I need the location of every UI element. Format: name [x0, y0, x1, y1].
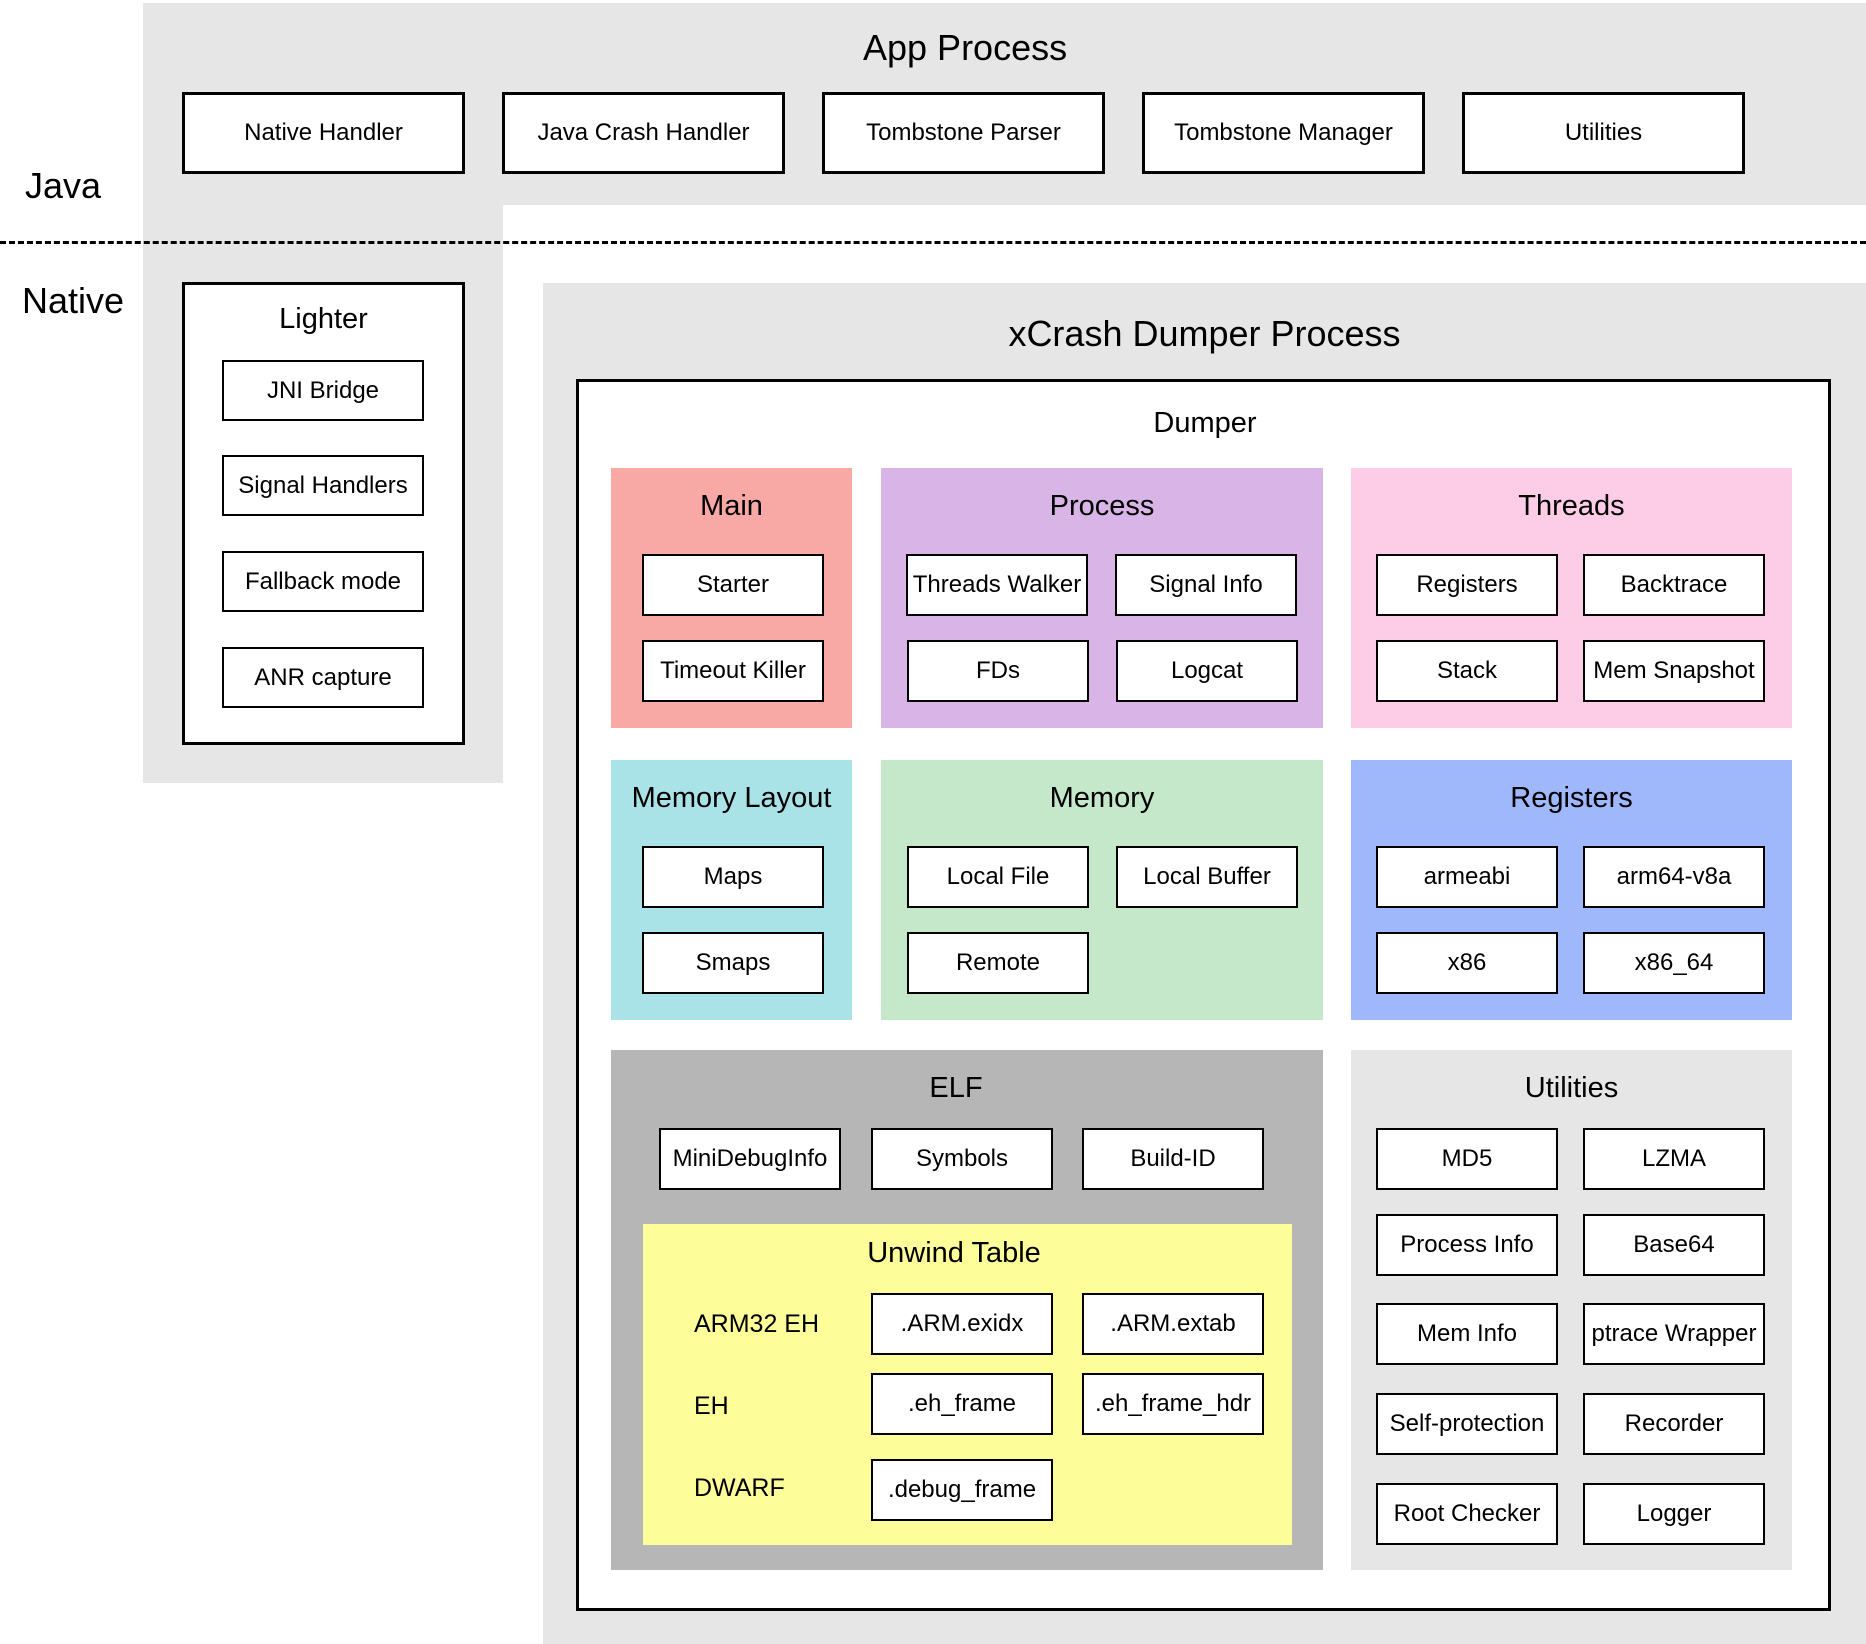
- java-crash-handler-box: Java Crash Handler: [502, 92, 785, 174]
- elf-title: ELF: [929, 1072, 983, 1104]
- process-title: Process: [1049, 490, 1155, 522]
- smaps-box: Smaps: [642, 932, 824, 994]
- lighter-title: Lighter: [279, 303, 368, 335]
- java-native-divider: [0, 241, 1866, 244]
- anr-capture-box: ANR capture: [222, 647, 424, 708]
- maps-box: Maps: [642, 846, 824, 908]
- java-layer-label: Java: [25, 165, 102, 206]
- threads-title: Threads: [1518, 490, 1625, 522]
- armeabi-box: armeabi: [1376, 846, 1558, 908]
- arm64-v8a-box: arm64-v8a: [1583, 846, 1765, 908]
- mem-info-box: Mem Info: [1376, 1303, 1558, 1365]
- logcat-box: Logcat: [1116, 640, 1298, 702]
- signal-info-box: Signal Info: [1115, 554, 1297, 616]
- local-file-box: Local File: [907, 846, 1089, 908]
- ptrace-wrapper-box: ptrace Wrapper: [1583, 1303, 1765, 1365]
- memory-title: Memory: [1049, 782, 1155, 814]
- local-buffer-box: Local Buffer: [1116, 846, 1298, 908]
- root-checker-box: Root Checker: [1376, 1483, 1558, 1545]
- threads-registers-box: Registers: [1376, 554, 1558, 616]
- memory-layout-title: Memory Layout: [631, 782, 832, 814]
- eh-label: EH: [694, 1392, 729, 1420]
- fallback-mode-box: Fallback mode: [222, 551, 424, 612]
- arm-exidx-box: .ARM.exidx: [871, 1293, 1053, 1355]
- tombstone-manager-box: Tombstone Manager: [1142, 92, 1425, 174]
- fds-box: FDs: [907, 640, 1089, 702]
- recorder-box: Recorder: [1583, 1393, 1765, 1455]
- tombstone-parser-box: Tombstone Parser: [822, 92, 1105, 174]
- utilities-app-box: Utilities: [1462, 92, 1745, 174]
- minidebuginfo-box: MiniDebugInfo: [659, 1128, 841, 1190]
- backtrace-box: Backtrace: [1583, 554, 1765, 616]
- mem-snapshot-box: Mem Snapshot: [1583, 640, 1765, 702]
- x86-64-box: x86_64: [1583, 932, 1765, 994]
- symbols-box: Symbols: [871, 1128, 1053, 1190]
- native-layer-label: Native: [22, 280, 125, 321]
- eh-frame-box: .eh_frame: [871, 1373, 1053, 1435]
- app-process-title: App Process: [863, 27, 1068, 68]
- remote-box: Remote: [907, 932, 1089, 994]
- dumper-title: Dumper: [1153, 407, 1257, 439]
- signal-handlers-box: Signal Handlers: [222, 455, 424, 516]
- unwind-table-title: Unwind Table: [867, 1237, 1041, 1269]
- main-title: Main: [700, 490, 763, 522]
- eh-frame-hdr-box: .eh_frame_hdr: [1082, 1373, 1264, 1435]
- lzma-box: LZMA: [1583, 1128, 1765, 1190]
- utilities-title: Utilities: [1524, 1072, 1619, 1104]
- dwarf-label: DWARF: [694, 1474, 785, 1502]
- native-handler-box: Native Handler: [182, 92, 465, 174]
- xcrash-dumper-process-title: xCrash Dumper Process: [1008, 313, 1401, 354]
- self-protection-box: Self-protection: [1376, 1393, 1558, 1455]
- arm32-eh-label: ARM32 EH: [694, 1310, 820, 1338]
- logger-box: Logger: [1583, 1483, 1765, 1545]
- starter-box: Starter: [642, 554, 824, 616]
- stack-box: Stack: [1376, 640, 1558, 702]
- timeout-killer-box: Timeout Killer: [642, 640, 824, 702]
- process-info-box: Process Info: [1376, 1214, 1558, 1276]
- debug-frame-box: .debug_frame: [871, 1459, 1053, 1521]
- md5-box: MD5: [1376, 1128, 1558, 1190]
- jni-bridge-box: JNI Bridge: [222, 360, 424, 421]
- x86-box: x86: [1376, 932, 1558, 994]
- threads-walker-box: Threads Walker: [906, 554, 1088, 616]
- base64-box: Base64: [1583, 1214, 1765, 1276]
- arm-extab-box: .ARM.extab: [1082, 1293, 1264, 1355]
- registers-title: Registers: [1510, 782, 1633, 814]
- build-id-box: Build-ID: [1082, 1128, 1264, 1190]
